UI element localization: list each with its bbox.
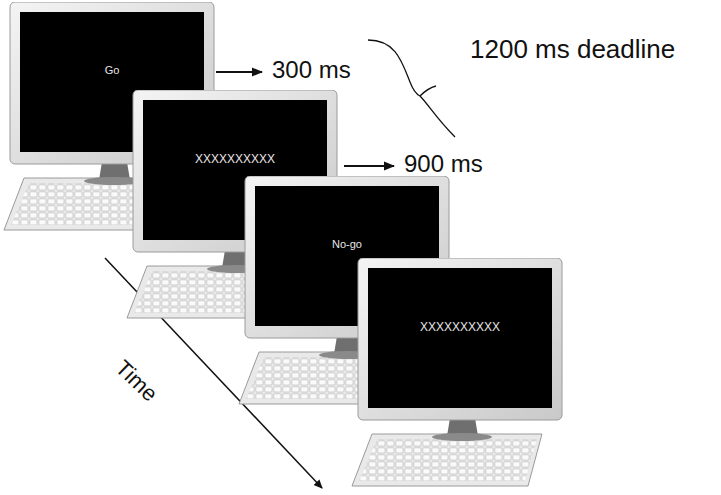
pointer-arrow bbox=[216, 71, 262, 73]
screen-stimulus: Go bbox=[20, 64, 204, 76]
axis-label: Time bbox=[110, 355, 163, 407]
deadline-label: 1200 ms deadline bbox=[470, 34, 675, 65]
duration-label: 900 ms bbox=[404, 150, 483, 178]
screen-stimulus: XXXXXXXXXX bbox=[368, 320, 552, 334]
screen-stimulus: XXXXXXXXXX bbox=[143, 152, 327, 166]
screen-stimulus: No-go bbox=[255, 238, 439, 250]
monitor-screen: XXXXXXXXXX bbox=[350, 258, 565, 488]
pointer-arrow bbox=[344, 165, 394, 167]
monitor-outline bbox=[350, 258, 565, 488]
brace bbox=[368, 40, 455, 137]
duration-label: 300 ms bbox=[272, 56, 351, 84]
